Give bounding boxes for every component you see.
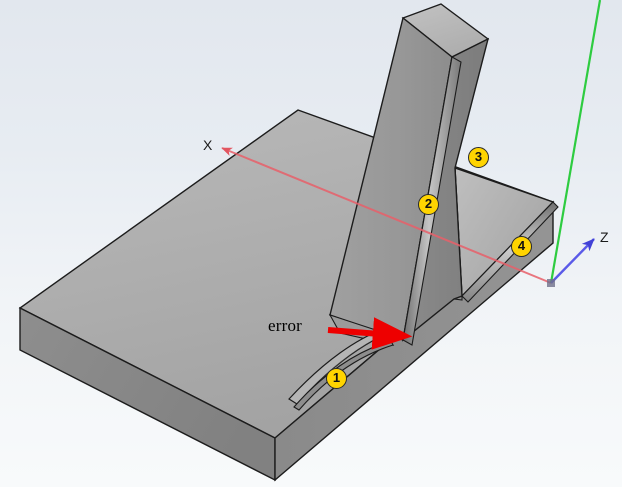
- error-arrow: [327, 317, 413, 350]
- callout-badge-4[interactable]: 4: [511, 236, 532, 257]
- rib-base-fillet: [461, 201, 559, 303]
- callout-badge-3[interactable]: 3: [468, 147, 489, 168]
- callout-badge-2[interactable]: 2: [418, 194, 439, 215]
- x-axis-line: [221, 147, 552, 284]
- z-axis-label: Z: [600, 229, 609, 245]
- callout-badge-1[interactable]: 1: [326, 368, 347, 389]
- z-axis-line: [550, 238, 595, 284]
- vertical-post[interactable]: [329, 3, 490, 346]
- coordinate-axes: [221, 0, 602, 287]
- axis-origin-marker: [547, 279, 555, 287]
- x-axis-label: X: [203, 137, 213, 153]
- fillet-sweep-curve: [288, 328, 387, 405]
- y-axis-line: [549, 0, 602, 284]
- error-annotation-label: error: [268, 316, 303, 335]
